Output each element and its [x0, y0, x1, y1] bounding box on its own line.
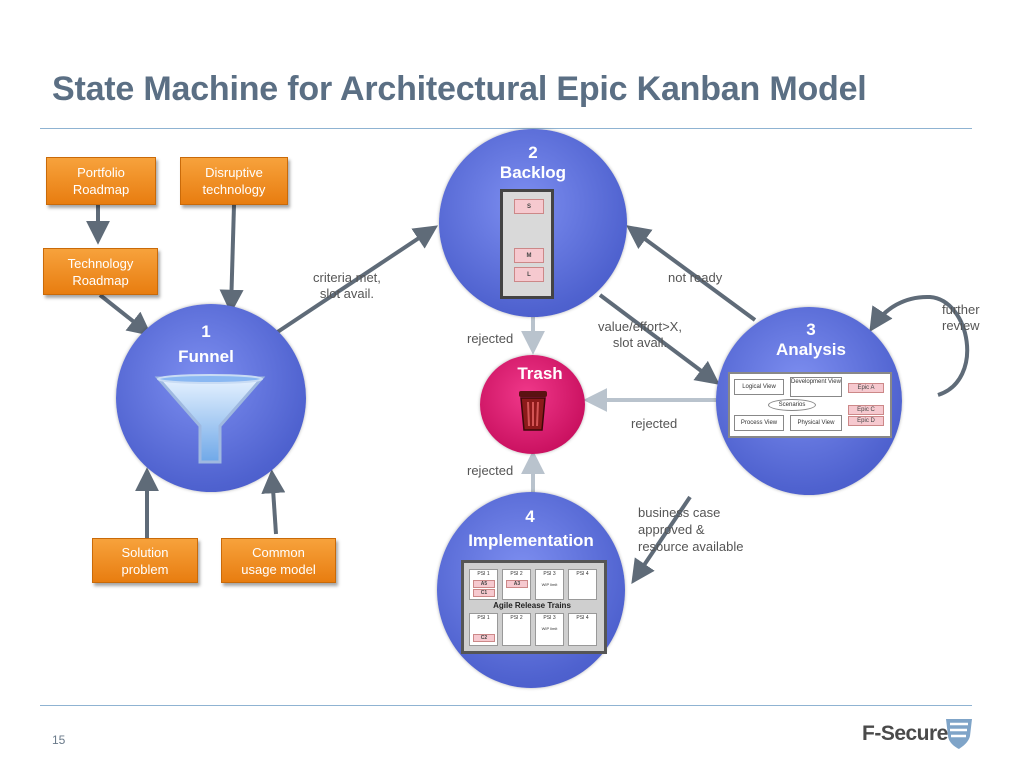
portfolio-roadmap-box: Portfolio Roadmap — [46, 157, 156, 205]
backlog-card-l: L — [514, 267, 544, 282]
arrow-analysis-backlog — [626, 225, 757, 322]
psi-1-label: PSI 1 — [477, 615, 490, 621]
backlog-name: Backlog — [499, 163, 567, 182]
process-view-box: Process View — [734, 415, 784, 431]
footer-divider — [40, 705, 972, 706]
impl-card-c1: C1 — [473, 589, 495, 597]
development-view-box: Development View — [790, 377, 842, 397]
funnel-name: Funnel — [178, 347, 234, 366]
psi-column: PSI 3 WIP limit — [535, 613, 564, 646]
psi-3-label: PSI 3 — [543, 571, 556, 577]
portfolio-roadmap-label: Portfolio Roadmap — [72, 165, 130, 197]
rejected-analysis-label: rejected — [631, 416, 678, 431]
analysis-number: 3 — [806, 320, 816, 339]
backlog-number: 2 — [528, 143, 538, 162]
psi-column: PSI 3 WIP limit — [535, 569, 564, 600]
further-review-label: further review — [942, 302, 980, 333]
criteria-met-label: criteria met, slot avail. — [313, 270, 381, 301]
trash-can-icon — [519, 391, 547, 431]
impl-card-c2: C2 — [473, 634, 495, 642]
psi-column: PSI 2 — [502, 613, 531, 646]
architecture-views-diagram: Logical View Development View Scenarios … — [728, 372, 892, 438]
common-usage-model-label: Common usage model — [241, 544, 316, 577]
arrow-common-funnel — [261, 469, 286, 535]
backlog-card-m: M — [514, 248, 544, 263]
arrow-funnel-backlog — [274, 225, 438, 335]
psi-column: PSI 1 C2 — [469, 613, 498, 646]
rejected-backlog-label: rejected — [467, 331, 514, 346]
psi-3-label: PSI 3 — [543, 615, 556, 621]
value-effort-label: value/effort>X, slot avail. — [598, 319, 682, 350]
funnel-number: 1 — [201, 322, 211, 341]
agile-release-trains-label: Agile Release Trains — [493, 601, 571, 610]
funnel-icon — [154, 374, 266, 464]
arrow-further-review — [869, 294, 970, 397]
wip-limit-label: WIP limit — [541, 626, 558, 631]
disruptive-technology-label: Disruptive technology — [202, 165, 266, 197]
not-ready-label: not ready — [668, 270, 723, 285]
release-train-board: PSI 1 A5 C1 PSI 2 A3 PSI 3 WIP limit PSI… — [461, 560, 607, 654]
psi-column: PSI 4 — [568, 569, 597, 600]
solution-problem-label: Solution problem — [121, 544, 169, 577]
psi-2-label: PSI 2 — [510, 571, 523, 577]
psi-column: PSI 2 A3 — [502, 569, 531, 600]
impl-card-a5: A5 — [473, 580, 495, 588]
wip-limit-label: WIP limit — [541, 582, 558, 587]
disruptive-technology-box: Disruptive technology — [180, 157, 288, 205]
backlog-board: S M L — [500, 189, 554, 299]
implementation-name: Implementation — [468, 531, 594, 550]
page-number: 15 — [52, 733, 66, 747]
impl-card-a3: A3 — [506, 580, 528, 588]
arrow-analysis-impl — [631, 495, 692, 584]
backlog-card-s: S — [514, 199, 544, 214]
arrow-disruptive-funnel — [219, 204, 244, 314]
technology-roadmap-box: Technology Roadmap — [43, 248, 158, 295]
arrow-techroadmap-funnel — [98, 293, 152, 336]
analysis-name: Analysis — [776, 340, 846, 359]
f-secure-shield-icon — [946, 719, 972, 749]
psi-column: PSI 4 — [568, 613, 597, 646]
psi-4-label: PSI 4 — [576, 571, 589, 577]
epic-c-card: Epic C — [848, 405, 884, 415]
arrow-backlog-analysis — [598, 293, 720, 385]
solution-problem-box: Solution problem — [92, 538, 198, 583]
epic-d-card: Epic D — [848, 416, 884, 426]
scenarios-box: Scenarios — [768, 399, 816, 411]
slide-title: State Machine for Architectural Epic Kan… — [52, 70, 867, 108]
business-case-label: business case approved & resource availa… — [638, 505, 744, 554]
psi-4-label: PSI 4 — [576, 615, 589, 621]
psi-1-label: PSI 1 — [477, 571, 490, 577]
title-divider — [40, 128, 972, 129]
trash-name: Trash — [517, 364, 563, 383]
psi-2-label: PSI 2 — [510, 615, 523, 621]
physical-view-box: Physical View — [790, 415, 842, 431]
technology-roadmap-label: Technology Roadmap — [67, 255, 134, 288]
psi-column: PSI 1 A5 C1 — [469, 569, 498, 600]
epic-a-card: Epic A — [848, 383, 884, 393]
logical-view-box: Logical View — [734, 379, 784, 395]
rejected-implementation-label: rejected — [467, 463, 514, 478]
f-secure-logo-text: F-Secure. — [862, 722, 954, 745]
implementation-number: 4 — [525, 507, 535, 526]
common-usage-model-box: Common usage model — [221, 538, 336, 583]
